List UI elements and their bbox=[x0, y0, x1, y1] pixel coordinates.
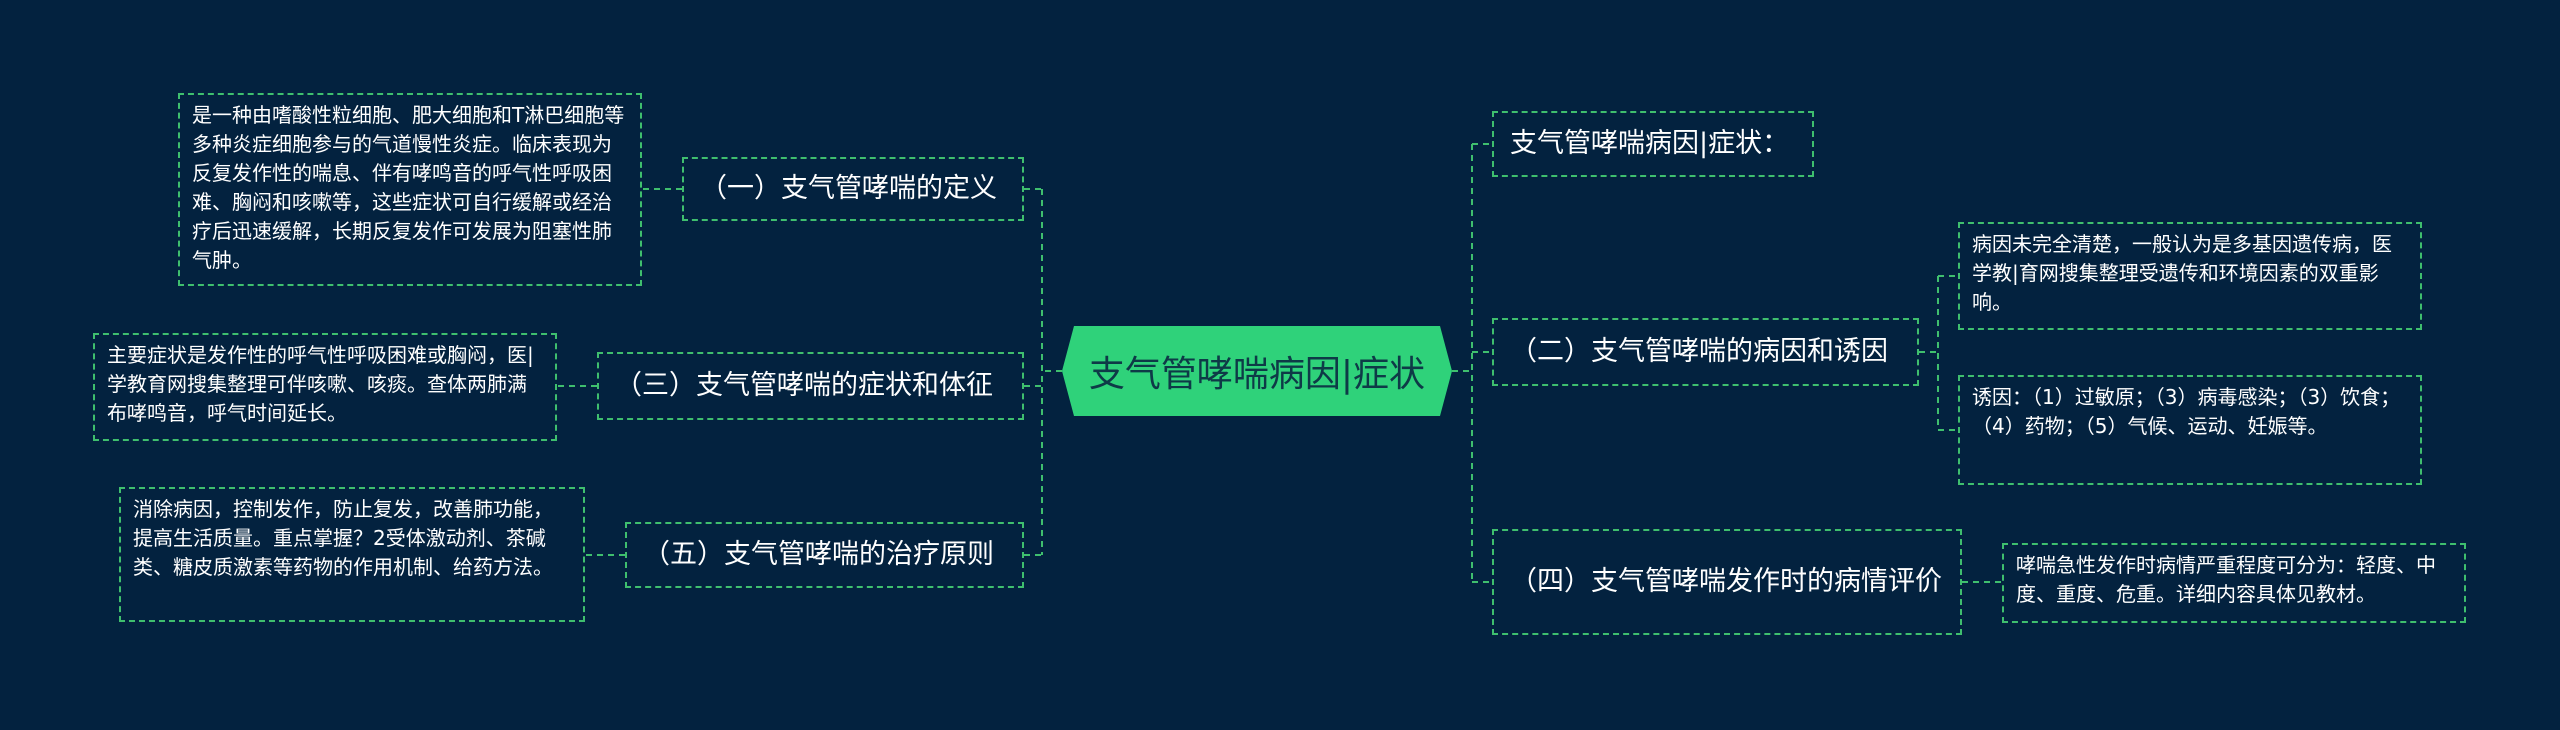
detail-triggers: 诱因：（1）过敏原；（3）病毒感染；（3）饮食；（4）药物；（5）气候、运动、妊… bbox=[1958, 375, 2422, 485]
topic-assessment-label: （四）支气管哮喘发作时的病情评价 bbox=[1510, 566, 1942, 597]
topic-causes-symptoms-heading[interactable]: 支气管哮喘病因|症状： bbox=[1492, 111, 1814, 177]
topic-definition[interactable]: （一）支气管哮喘的定义 bbox=[682, 157, 1024, 221]
topic-causes-symptoms-heading-label: 支气管哮喘病因|症状： bbox=[1510, 128, 1790, 159]
detail-assessment: 哮喘急性发作时病情严重程度可分为：轻度、中度、重度、危重。详细内容具体见教材。 bbox=[2002, 543, 2466, 623]
detail-causes: 病因未完全清楚，一般认为是多基因遗传病，医学教|育网搜集整理受遗传和环境因素的双… bbox=[1958, 222, 2422, 330]
detail-symptoms-text: 主要症状是发作性的呼气性呼吸困难或胸闷，医|学教育网搜集整理可伴咳嗽、咳痰。查体… bbox=[107, 343, 534, 425]
root-node[interactable]: 支气管哮喘病因|症状 bbox=[1062, 326, 1452, 416]
detail-assessment-text: 哮喘急性发作时病情严重程度可分为：轻度、中度、重度、危重。详细内容具体见教材。 bbox=[2016, 553, 2436, 606]
topic-treatment-label: （五）支气管哮喘的治疗原则 bbox=[643, 539, 994, 570]
detail-symptoms: 主要症状是发作性的呼气性呼吸困难或胸闷，医|学教育网搜集整理可伴咳嗽、咳痰。查体… bbox=[93, 333, 557, 441]
detail-causes-text: 病因未完全清楚，一般认为是多基因遗传病，医学教|育网搜集整理受遗传和环境因素的双… bbox=[1972, 232, 2392, 314]
detail-treatment: 消除病因，控制发作，防止复发，改善肺功能，提高生活质量。重点掌握？2受体激动剂、… bbox=[119, 487, 585, 622]
topic-causes-triggers-label: （二）支气管哮喘的病因和诱因 bbox=[1510, 336, 1888, 367]
detail-triggers-text: 诱因：（1）过敏原；（3）病毒感染；（3）饮食；（4）药物；（5）气候、运动、妊… bbox=[1972, 385, 2401, 438]
topic-treatment[interactable]: （五）支气管哮喘的治疗原则 bbox=[625, 522, 1024, 588]
detail-definition-text: 是一种由嗜酸性粒细胞、肥大细胞和T淋巴细胞等多种炎症细胞参与的气道慢性炎症。临床… bbox=[192, 103, 625, 272]
topic-symptoms[interactable]: （三）支气管哮喘的症状和体征 bbox=[597, 352, 1024, 420]
topic-causes-triggers[interactable]: （二）支气管哮喘的病因和诱因 bbox=[1492, 318, 1919, 386]
detail-definition: 是一种由嗜酸性粒细胞、肥大细胞和T淋巴细胞等多种炎症细胞参与的气道慢性炎症。临床… bbox=[178, 93, 642, 286]
topic-assessment[interactable]: （四）支气管哮喘发作时的病情评价 bbox=[1492, 529, 1962, 635]
detail-treatment-text: 消除病因，控制发作，防止复发，改善肺功能，提高生活质量。重点掌握？2受体激动剂、… bbox=[133, 497, 553, 579]
topic-symptoms-label: （三）支气管哮喘的症状和体征 bbox=[615, 370, 993, 401]
topic-definition-label: （一）支气管哮喘的定义 bbox=[700, 173, 997, 204]
root-label: 支气管哮喘病因|症状 bbox=[1088, 354, 1426, 395]
